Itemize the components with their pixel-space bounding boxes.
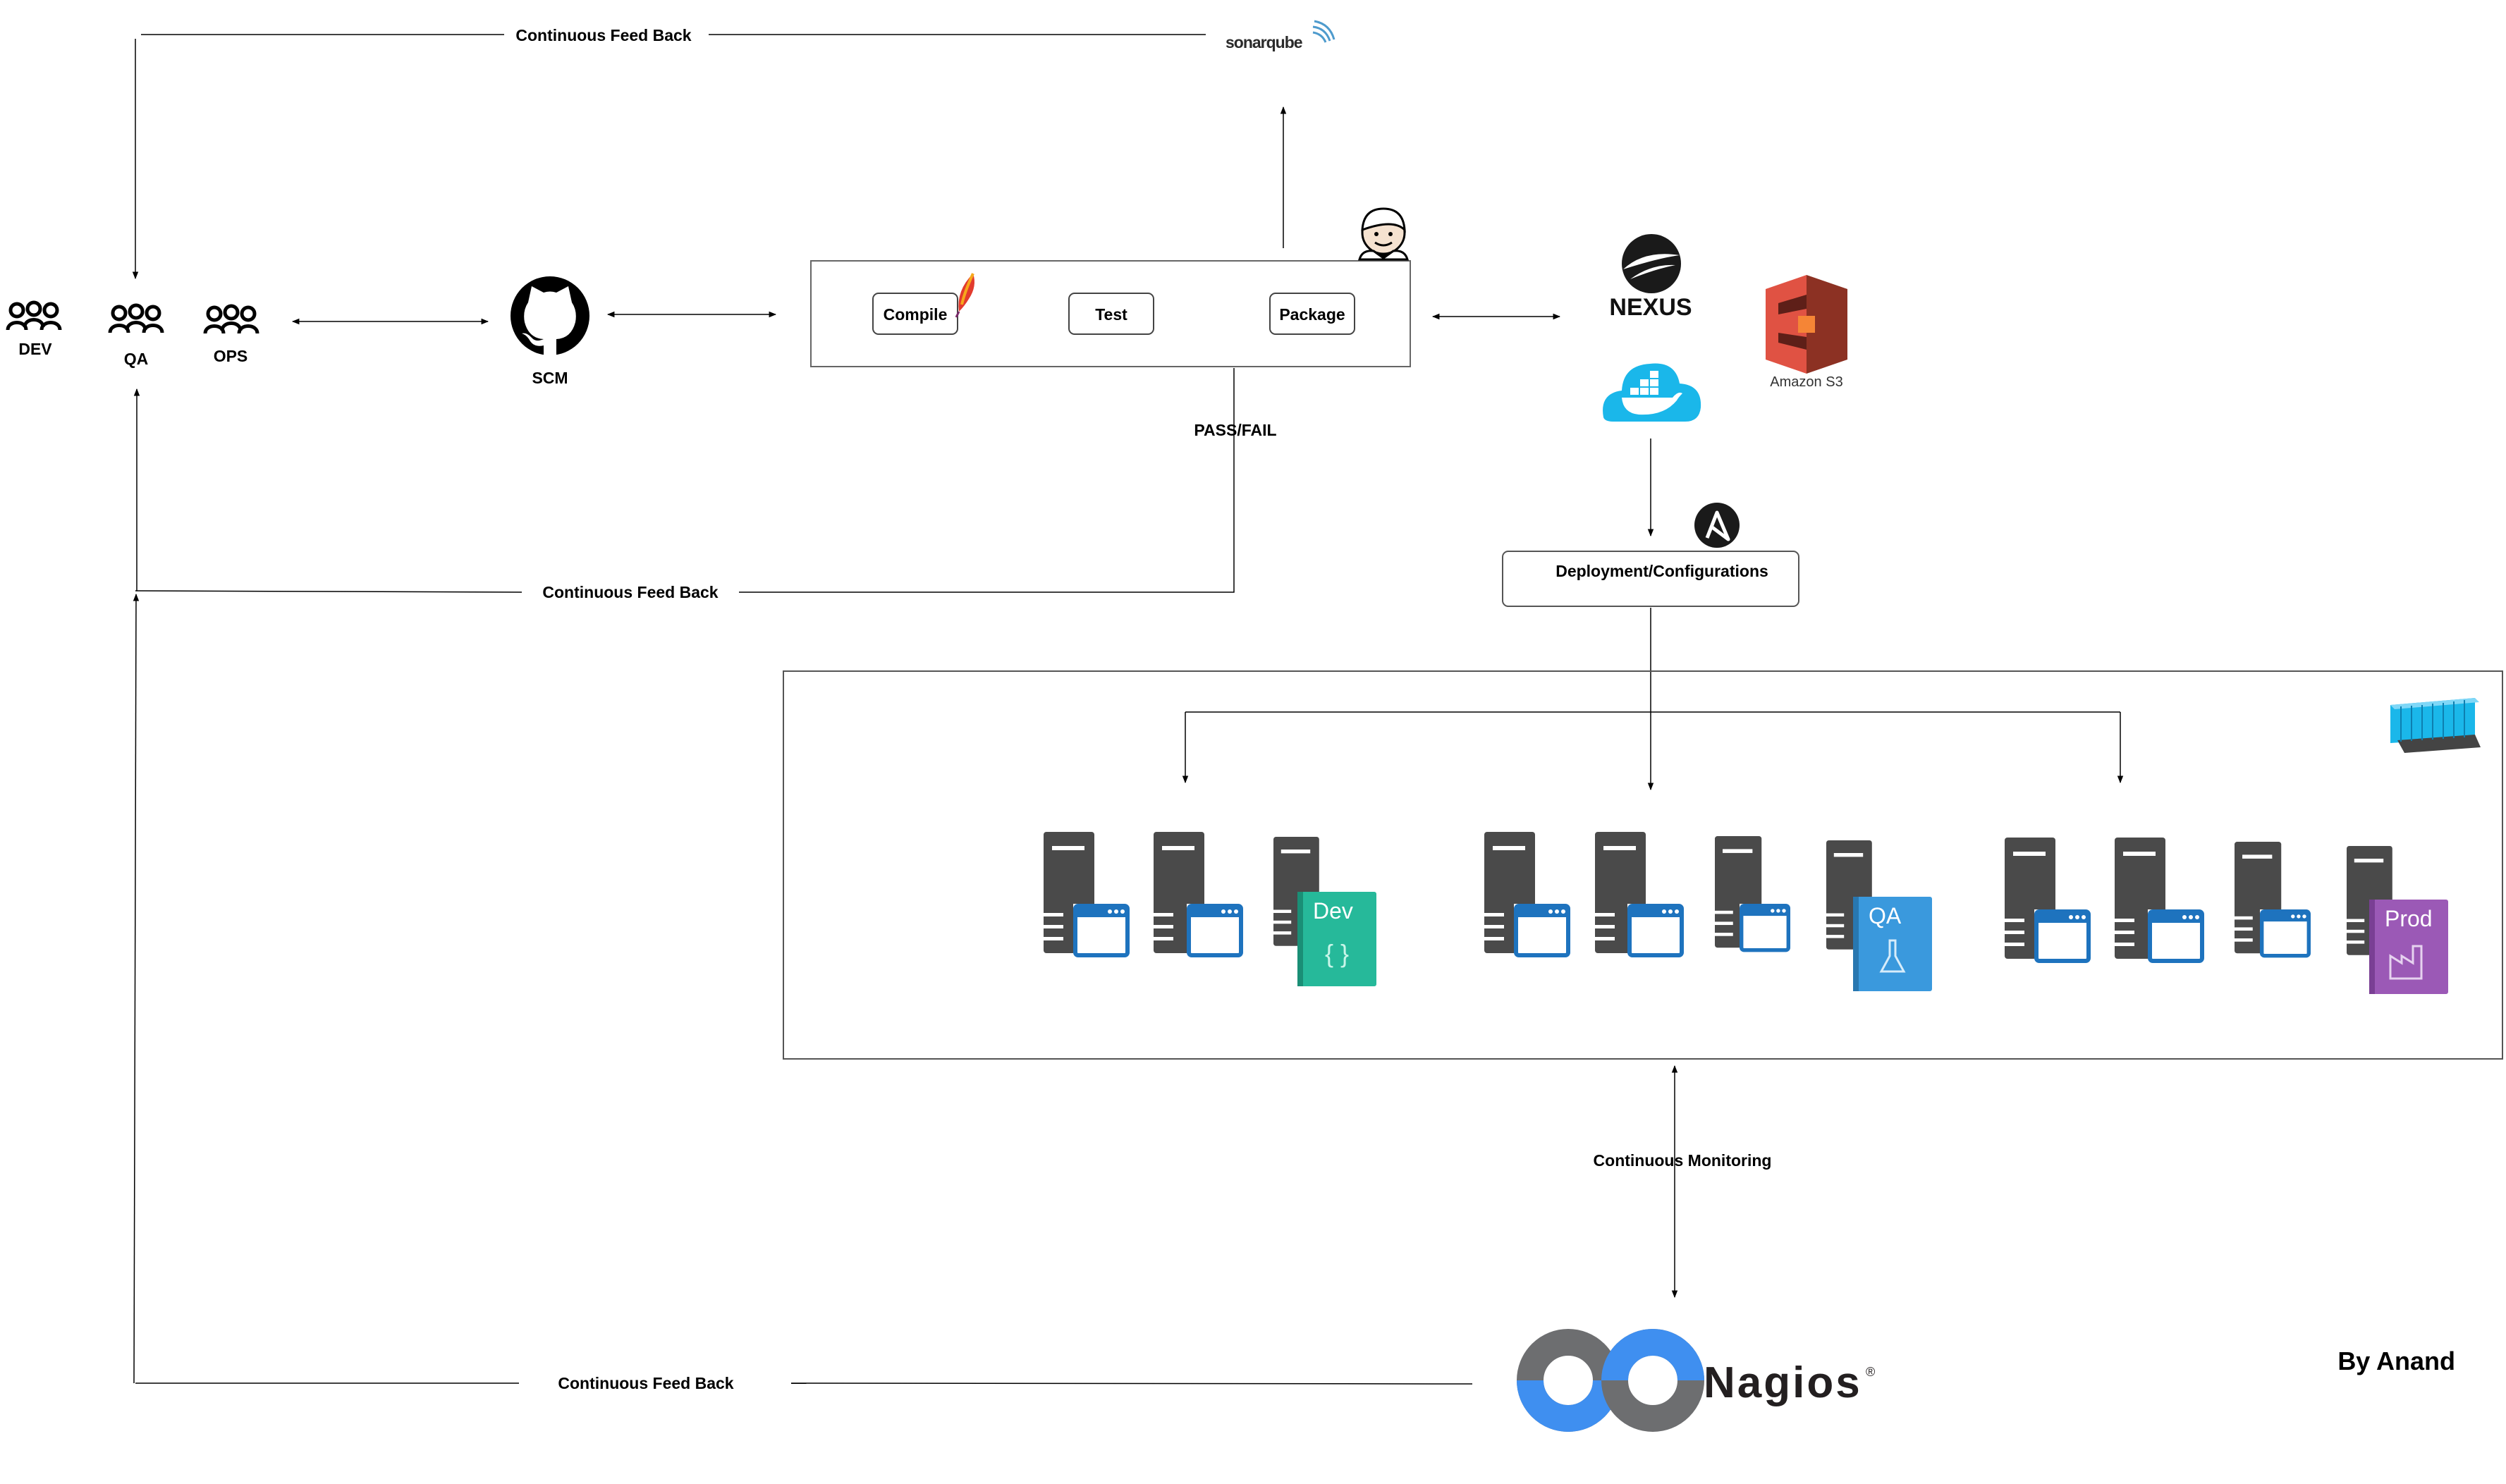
app-window-icon	[2260, 909, 2311, 957]
app-window-icon	[1187, 904, 1243, 957]
dev-env-label: Dev	[1313, 898, 1353, 924]
deployment-box: Deployment/Configurations	[1502, 551, 1799, 607]
test-label: Test	[1095, 305, 1127, 324]
nagios-logo: Nagios ®	[1517, 1329, 1875, 1432]
qa-book-icon[interactable]: QA	[1853, 897, 1932, 991]
bottom-feedback-label: Continuous Feed Back	[558, 1374, 733, 1392]
scm-label: SCM	[532, 369, 568, 387]
app-window-icon	[2034, 909, 2091, 963]
ansible-icon	[1694, 503, 1740, 548]
qa-team-icon	[110, 305, 162, 333]
dev-team-icon	[8, 302, 60, 330]
svg-text:sonarqube: sonarqube	[1226, 33, 1302, 51]
prod-environment: Prod	[2005, 838, 2448, 994]
monitoring-label: Continuous Monitoring	[1594, 1151, 1772, 1170]
nexus-label: NEXUS	[1609, 294, 1692, 321]
qa-environment: QA	[1484, 832, 1932, 991]
dev-book-icon[interactable]: Dev { }	[1297, 892, 1376, 986]
top-feedback-label: Continuous Feed Back	[515, 26, 691, 44]
amazon-s3-label: Amazon S3	[1770, 374, 1842, 390]
app-window-icon	[1627, 904, 1684, 957]
package-button[interactable]: Package	[1269, 293, 1355, 335]
qa-label: QA	[124, 350, 149, 368]
github-icon	[511, 276, 589, 355]
prod-env-label: Prod	[2385, 906, 2433, 931]
app-window-icon	[1740, 904, 1790, 952]
prod-book-icon[interactable]: Prod	[2369, 900, 2448, 994]
qa-env-label: QA	[1869, 903, 1902, 928]
sonarqube-logo: sonarqube	[1226, 20, 1335, 51]
author-label: By Anand	[2337, 1347, 2455, 1375]
maven-feather-icon	[955, 273, 974, 318]
dev-code-glyph: { }	[1325, 939, 1349, 968]
app-window-icon	[1073, 904, 1130, 957]
deployment-label: Deployment/Configurations	[1555, 562, 1768, 580]
dev-environment: Dev { }	[1044, 832, 1376, 986]
amazon-s3-icon	[1766, 275, 1847, 374]
ops-label: OPS	[214, 347, 248, 365]
connectors	[132, 34, 2124, 1385]
dev-label: DEV	[18, 340, 52, 358]
nexus-icon	[1622, 234, 1681, 293]
ops-team-icon	[205, 306, 257, 333]
app-window-icon	[1514, 904, 1570, 957]
pass-fail-label: PASS/FAIL	[1194, 421, 1276, 439]
jenkins-icon	[1358, 207, 1409, 261]
compile-button[interactable]: Compile	[872, 293, 958, 335]
docker-cloud-icon	[1603, 363, 1701, 422]
middle-feedback-label: Continuous Feed Back	[542, 583, 718, 601]
test-button[interactable]: Test	[1068, 293, 1154, 335]
nagios-label: Nagios	[1704, 1359, 1862, 1407]
environments-container	[783, 670, 2503, 1060]
app-window-icon	[2148, 909, 2204, 963]
nagios-registered-mark: ®	[1866, 1365, 1875, 1379]
package-label: Package	[1279, 305, 1345, 324]
compile-label: Compile	[884, 305, 948, 324]
container-ship-icon	[2390, 698, 2481, 753]
